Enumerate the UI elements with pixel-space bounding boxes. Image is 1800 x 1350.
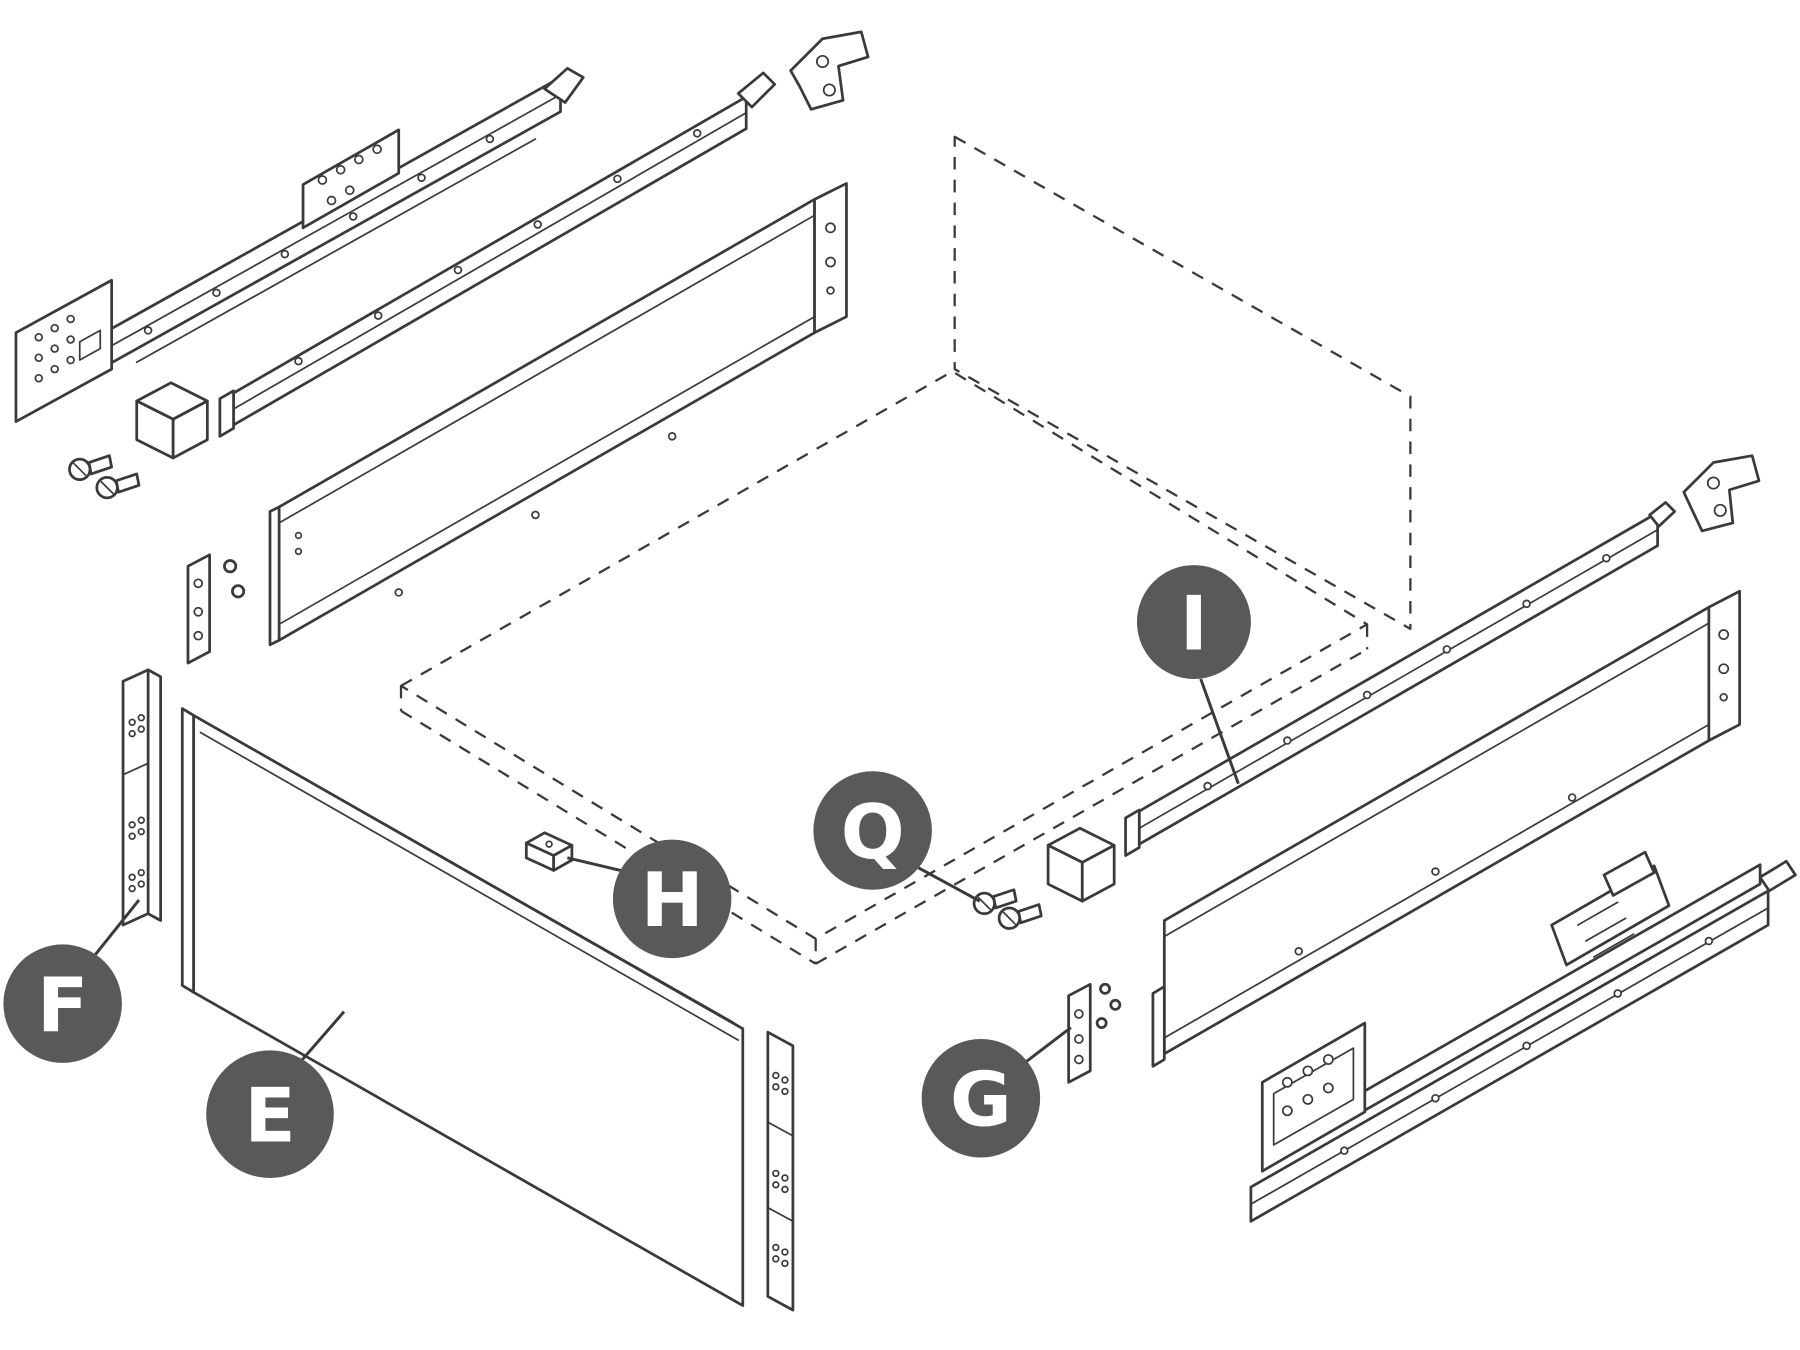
label-H: H xyxy=(567,839,732,959)
drawer-rail-left xyxy=(218,71,777,438)
leader-line-E xyxy=(297,1010,346,1066)
label-G: G xyxy=(921,1026,1072,1158)
cabinet-rail-left xyxy=(14,66,585,423)
badge-I xyxy=(1136,565,1251,679)
badge-Q xyxy=(813,771,932,890)
label-Q: Q xyxy=(813,771,981,903)
fixing-bracket-right xyxy=(1067,982,1122,1084)
leader-line-G xyxy=(1022,1026,1072,1066)
drawer-side-left xyxy=(268,182,848,647)
badge-letter-E: E xyxy=(244,1072,295,1160)
leader-line-H xyxy=(567,856,631,875)
label-E: E xyxy=(206,1010,346,1178)
fixing-screws-right xyxy=(972,888,1043,930)
front-fixing-strip-right xyxy=(766,1030,795,1312)
cover-cap xyxy=(524,831,574,872)
locking-cube-left xyxy=(135,381,209,460)
badge-F xyxy=(3,944,122,1063)
screws-left xyxy=(68,454,141,500)
bracket-top-right xyxy=(1682,454,1761,533)
leader-line-I xyxy=(1199,678,1240,785)
part-labels: F E H Q I G xyxy=(3,565,1251,1178)
drawer-rail-right xyxy=(1124,501,1677,857)
front-fixing-strip-left xyxy=(121,668,162,927)
badge-letter-Q: Q xyxy=(841,788,905,876)
locking-cube-right xyxy=(1046,826,1116,903)
badge-letter-H: H xyxy=(641,856,704,944)
badge-G xyxy=(921,1038,1041,1158)
badge-E xyxy=(206,1050,334,1178)
label-F: F xyxy=(3,899,141,1063)
label-I: I xyxy=(1136,565,1251,785)
badge-letter-G: G xyxy=(950,1056,1012,1144)
badge-letter-I: I xyxy=(1180,579,1208,667)
badge-letter-F: F xyxy=(37,961,88,1049)
drawer-side-right xyxy=(1151,589,1741,1068)
leader-line-F xyxy=(87,899,141,964)
cabinet-rail-right xyxy=(1249,850,1797,1223)
bracket-top-left xyxy=(789,30,870,111)
badge-H xyxy=(612,839,732,959)
front-panel xyxy=(180,707,745,1307)
fixing-bracket-left xyxy=(186,553,246,665)
leader-line-Q xyxy=(914,864,981,903)
